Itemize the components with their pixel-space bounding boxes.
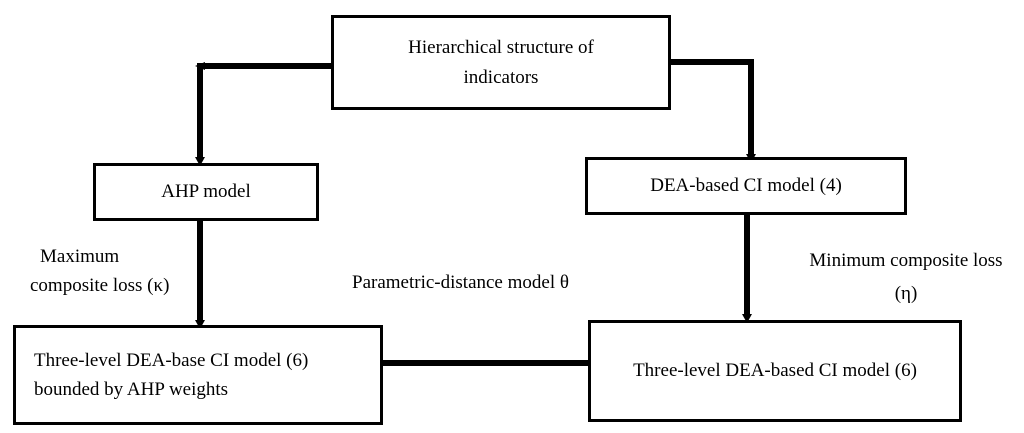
hierarchy-line-2: indicators (463, 66, 539, 88)
min-loss-line-1: Minimum composite loss (809, 250, 1003, 271)
max-loss-line-1: Maximum (40, 246, 120, 267)
arrowhead-left-top (195, 62, 205, 70)
max-loss-line-2: composite loss (κ) (30, 275, 170, 297)
arrowhead-bounded (195, 320, 205, 329)
dea-ci-label: DEA-based CI model (4) (650, 175, 842, 197)
max-loss-label: Maximum composite loss (κ) (30, 242, 169, 301)
ahp-node: AHP model (93, 163, 319, 221)
hierarchy-line-1: Hierarchical structure of (408, 37, 594, 59)
three-level-dea-label: Three-level DEA-based CI model (6) (633, 360, 917, 382)
parametric-label: Parametric-distance model θ (352, 272, 569, 293)
hierarchy-node: Hierarchical structure of indicators (331, 15, 671, 110)
min-loss-label: Minimum composite loss (η) (793, 246, 1019, 309)
min-loss-line-2: (η) (894, 283, 918, 305)
arrowhead-ahp (195, 157, 205, 166)
arrowhead-three-level (742, 314, 752, 323)
three-level-dea-node: Three-level DEA-based CI model (6) (588, 320, 962, 422)
dea-ci-node: DEA-based CI model (4) (585, 157, 907, 215)
bounded-line-1: Three-level DEA-base CI model (6) (34, 349, 309, 371)
three-level-bounded-node: Three-level DEA-base CI model (6) bounde… (13, 325, 383, 425)
arrow-hierarchy-to-dea (671, 59, 754, 158)
ahp-label: AHP model (161, 181, 251, 203)
arrow-hierarchy-to-ahp (197, 63, 331, 160)
bounded-line-2: bounded by AHP weights (34, 379, 229, 400)
